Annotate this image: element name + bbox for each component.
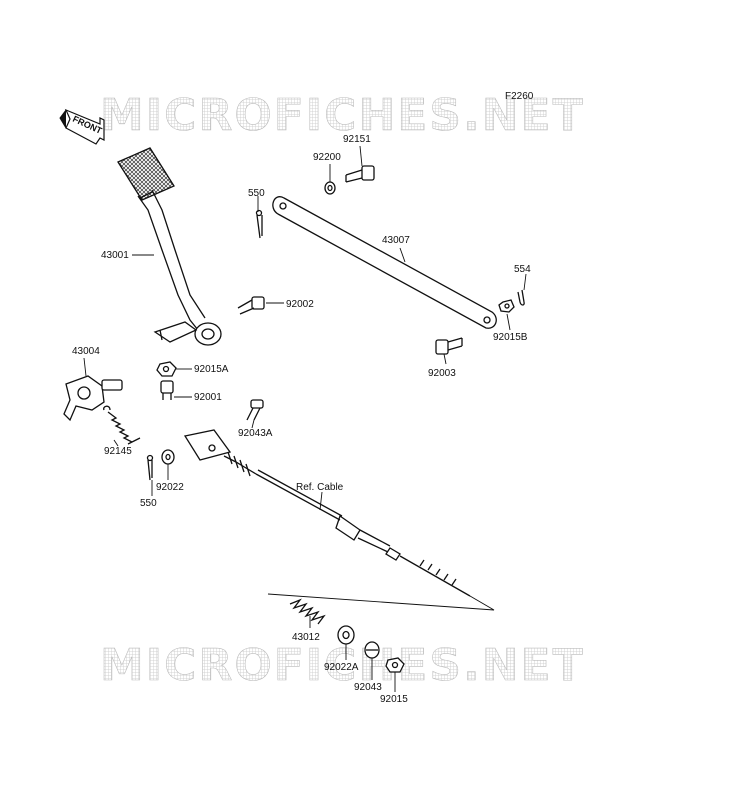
label-92022: 92022 [156, 482, 184, 493]
label-92145: 92145 [104, 446, 132, 457]
label-92022A: 92022A [324, 662, 359, 673]
label-550-bottom: 550 [140, 498, 157, 509]
washer-92022A [337, 625, 355, 645]
label-43007: 43007 [382, 235, 410, 246]
rod [272, 196, 497, 329]
bolt-92151 [345, 165, 375, 183]
label-92003: 92003 [428, 368, 456, 379]
cable-assembly [183, 429, 495, 611]
label-43001: 43001 [101, 250, 129, 261]
label-43012: 43012 [292, 632, 320, 643]
label-43004: 43004 [72, 346, 100, 357]
label-92200: 92200 [313, 152, 341, 163]
nut-92015 [385, 657, 405, 673]
front-arrow-icon: FRONT [59, 108, 105, 145]
watermark-top: MICROFICHES.NET [100, 90, 585, 141]
label-92001: 92001 [194, 392, 222, 403]
label-92015A: 92015A [194, 364, 229, 375]
label-92043A: 92043A [238, 428, 273, 439]
bolt-92003 [435, 337, 463, 355]
clip-554 [517, 289, 525, 306]
label-554: 554 [514, 264, 531, 275]
lever-43004 [63, 375, 123, 422]
washer-92200 [324, 181, 336, 195]
part-labels: 92151 92200 550 43007 554 92015B 92003 4… [72, 134, 531, 705]
label-550-top: 550 [248, 188, 265, 199]
spring-43012 [289, 598, 326, 625]
bolt-92002 [237, 296, 265, 315]
label-92015B: 92015B [493, 332, 528, 343]
bolt-92001 [160, 380, 174, 400]
label-92002: 92002 [286, 299, 314, 310]
label-92043: 92043 [354, 682, 382, 693]
diagram-code: F2260 [505, 91, 534, 102]
nut-92015B [498, 299, 515, 313]
pin-92043 [364, 641, 380, 659]
pin-92043A [246, 399, 264, 421]
cotter-pin-top [255, 209, 263, 239]
brake-pedal [117, 147, 222, 346]
washer-92022 [161, 449, 175, 465]
label-92015: 92015 [380, 694, 408, 705]
cotter-pin-bottom [146, 454, 154, 481]
watermark-bottom: MICROFICHES.NET [100, 640, 585, 691]
nut-92015A [156, 361, 177, 377]
spring-92145 [103, 405, 141, 445]
label-ref-cable: Ref. Cable [296, 482, 344, 493]
label-92151: 92151 [343, 134, 371, 145]
leader-lines [83, 145, 527, 692]
